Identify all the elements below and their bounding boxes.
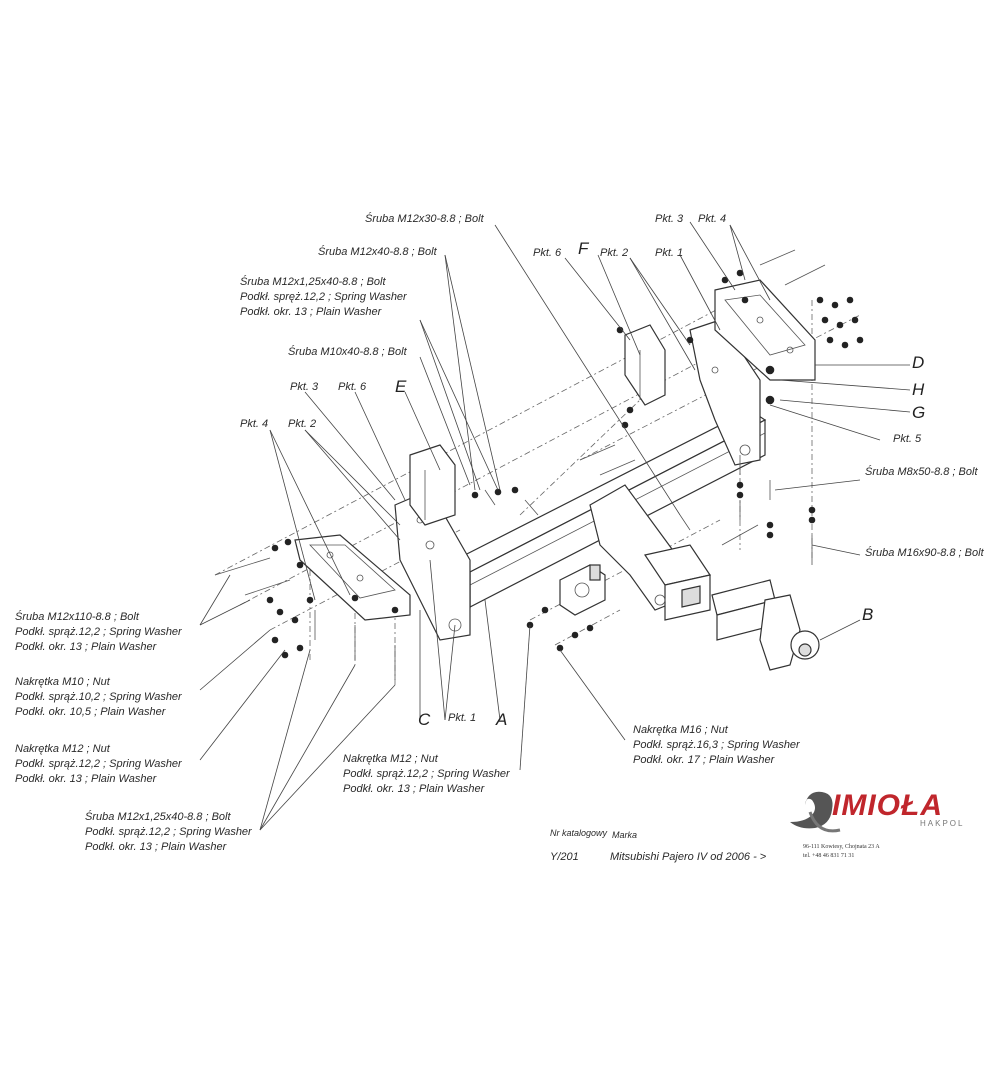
- label-bolt-m8x50: Śruba M8x50-8.8 ; Bolt: [865, 465, 978, 478]
- logo-phone: tel. +48 46 831 71 31: [803, 853, 854, 859]
- catalog-label: Nr katalogowy: [550, 828, 608, 838]
- label-bolt-m12x125-bottom-2: Podkł. sprąż.12,2 ; Spring Washer: [85, 826, 253, 838]
- label-nut-m16-3: Podkł. okr. 17 ; Plain Washer: [633, 754, 776, 766]
- label-bolt-m10x40: Śruba M10x40-8.8 ; Bolt: [288, 345, 408, 358]
- logo-hook-icon: [808, 811, 841, 833]
- label-bolt-m12x125-top-3: Podkł. okr. 13 ; Plain Washer: [240, 306, 383, 318]
- pkt3-left: Pkt. 3: [290, 381, 319, 393]
- label-nut-m12-left-3: Podkł. okr. 13 ; Plain Washer: [15, 773, 158, 785]
- title-block: Nr katalogowy Y/201 Marka Mitsubishi Paj…: [550, 828, 767, 863]
- pkt6-left: Pkt. 6: [338, 381, 367, 393]
- logo-sub: HAKPOL: [920, 819, 964, 828]
- letter-g: G: [912, 403, 925, 422]
- part-letters: F E D H G B C A: [395, 239, 925, 729]
- label-nut-m12-center-2: Podkł. sprąż.12,2 ; Spring Washer: [343, 768, 511, 780]
- label-nut-m12-center-3: Podkł. okr. 13 ; Plain Washer: [343, 783, 486, 795]
- logo-swoosh-icon: [790, 791, 833, 829]
- label-bolt-m12x125-bottom-1: Śruba M12x1,25x40-8.8 ; Bolt: [85, 810, 231, 823]
- label-nut-m10-2: Podkł. sprąż.10,2 ; Spring Washer: [15, 691, 183, 703]
- pkt4-left: Pkt. 4: [240, 418, 268, 430]
- label-bolt-m12x125-bottom-3: Podkł. okr. 13 ; Plain Washer: [85, 841, 228, 853]
- label-bolt-m12x125-top-2: Podkł. spręż.12,2 ; Spring Washer: [240, 291, 408, 303]
- pkt1-right: Pkt. 1: [655, 247, 683, 259]
- label-nut-m16-1: Nakrętka M16 ; Nut: [633, 724, 729, 736]
- label-nut-m16-2: Podkł. sprąż.16,3 ; Spring Washer: [633, 739, 801, 751]
- logo-address: 96-111 Kowiesy, Chojnata 23 A: [803, 844, 880, 850]
- point-labels: Pkt. 3 Pkt. 4 Pkt. 6 Pkt. 2 Pkt. 1 Pkt. …: [240, 213, 922, 724]
- bracket-e: [409, 444, 456, 526]
- catalog-value: Y/201: [550, 851, 579, 863]
- pkt6-right: Pkt. 6: [533, 247, 562, 259]
- label-nut-m12-center-1: Nakrętka M12 ; Nut: [343, 753, 439, 765]
- label-bolt-m12x110-2: Podkł. sprąż.12,2 ; Spring Washer: [15, 626, 183, 638]
- label-nut-m10-1: Nakrętka M10 ; Nut: [15, 676, 111, 688]
- pkt4-right: Pkt. 4: [698, 213, 726, 225]
- letter-h: H: [912, 380, 925, 399]
- letter-f: F: [578, 239, 590, 258]
- bolts: [214, 249, 826, 680]
- tow-ball-b: [711, 579, 820, 671]
- left-frame-plate: [294, 534, 411, 621]
- pkt2-left: Pkt. 2: [288, 418, 316, 430]
- label-bolt-m12x110-3: Podkł. okr. 13 ; Plain Washer: [15, 641, 158, 653]
- label-nut-m12-left-2: Podkł. sprąż.12,2 ; Spring Washer: [15, 758, 183, 770]
- nuts-and-washers: [266, 269, 864, 659]
- pkt5: Pkt. 5: [893, 433, 922, 445]
- center-receiver-support: [589, 484, 711, 621]
- letter-b: B: [862, 605, 873, 624]
- pkt2-right: Pkt. 2: [600, 247, 628, 259]
- pkt1-bottom: Pkt. 1: [448, 712, 476, 724]
- right-frame-plate-d: [714, 279, 816, 381]
- socket-plate: [559, 564, 606, 616]
- letter-c: C: [418, 710, 431, 729]
- label-bolt-m12x40: Śruba M12x40-8.8 ; Bolt: [318, 245, 438, 258]
- label-bolt-m16x90: Śruba M16x90-8.8 ; Bolt: [865, 546, 985, 559]
- brand-value: Mitsubishi Pajero IV od 2006 - >: [610, 851, 767, 863]
- label-bolt-m12x30: Śruba M12x30-8.8 ; Bolt: [365, 212, 485, 225]
- brand-label: Marka: [612, 830, 637, 840]
- imiola-logo: IMIOŁA HAKPOL 96-111 Kowiesy, Chojnata 2…: [790, 789, 964, 859]
- callout-labels: Śruba M12x30-8.8 ; Bolt Śruba M12x40-8.8…: [15, 212, 985, 853]
- pkt3-right: Pkt. 3: [655, 213, 684, 225]
- label-nut-m10-3: Podkł. okr. 10,5 ; Plain Washer: [15, 706, 167, 718]
- leader-lines: [199, 221, 911, 831]
- label-nut-m12-left-1: Nakrętka M12 ; Nut: [15, 743, 111, 755]
- bracket-f: [624, 324, 666, 406]
- letter-a: A: [495, 710, 507, 729]
- letter-e: E: [395, 377, 407, 396]
- letter-d: D: [912, 353, 924, 372]
- label-bolt-m12x125-top-1: Śruba M12x1,25x40-8.8 ; Bolt: [240, 275, 386, 288]
- label-bolt-m12x110-1: Śruba M12x110-8.8 ; Bolt: [15, 610, 140, 623]
- logo-name: IMIOŁA: [832, 789, 943, 822]
